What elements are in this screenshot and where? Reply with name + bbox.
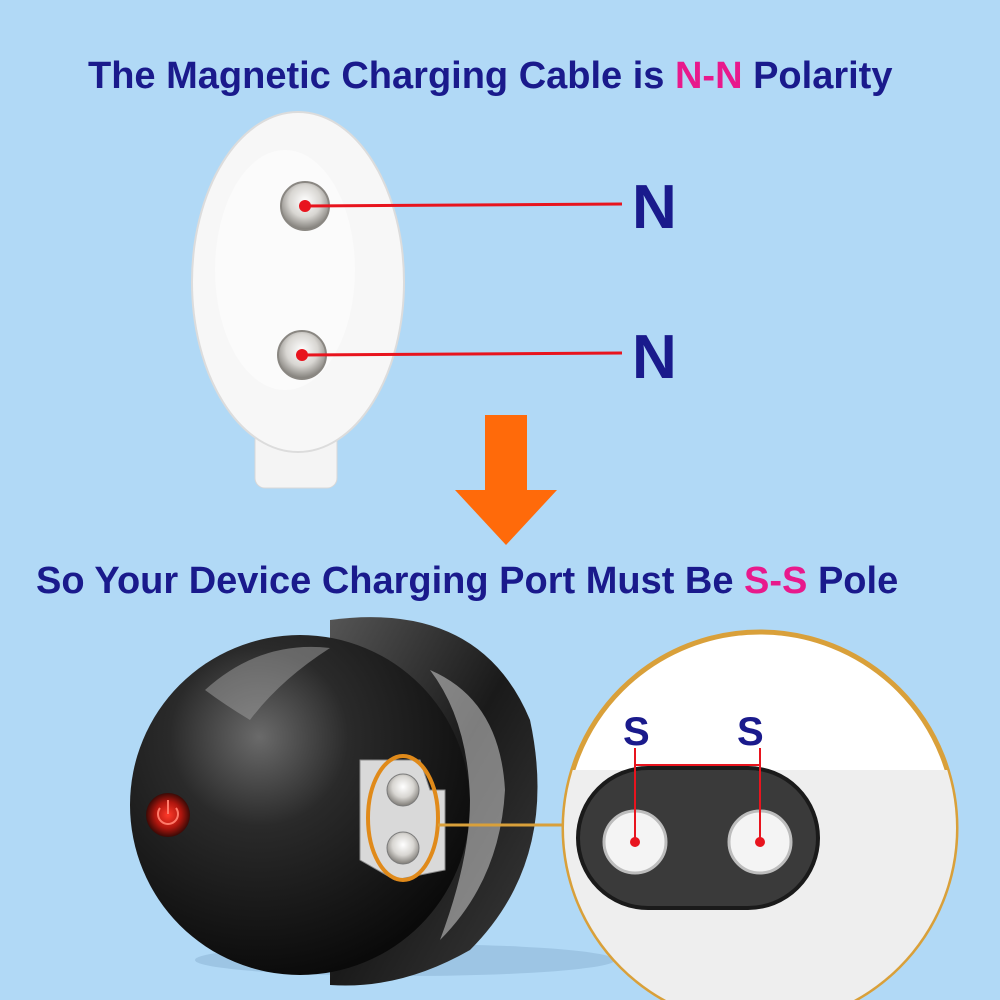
cable-connector [191,111,405,489]
headline-mid-highlight: S-S [744,560,808,602]
headline-mid-prefix: So Your Device Charging Port Must Be [36,560,745,602]
power-button-icon [146,793,190,837]
port-pin-label-left: S [623,710,650,754]
cable-pin-label-bottom: N [632,323,677,392]
port-highlight-ring [366,754,440,882]
pointer-line-bottom [301,351,623,357]
device-illustration [130,617,615,986]
headline-mid-suffix: Pole [807,560,899,602]
down-arrow-icon [455,415,557,545]
port-pin-label-right: S [737,710,764,754]
pointer-line-top [304,202,623,208]
headline-top-prefix: The Magnetic Charging Cable is [88,55,675,97]
headline-top-highlight: N-N [674,55,743,97]
device-port-pin-top [386,773,420,807]
device-orb [130,635,470,975]
port-callout: S S [561,629,959,1000]
cable-pin-label-top: N [632,173,677,242]
port-polarity-headline: So Your Device Charging Port Must Be S-S… [36,560,1000,603]
cable-polarity-headline: The Magnetic Charging Cable is N-N Polar… [88,55,1000,98]
headline-top-suffix: Polarity [742,55,893,97]
device-port-pin-bottom [386,831,420,865]
